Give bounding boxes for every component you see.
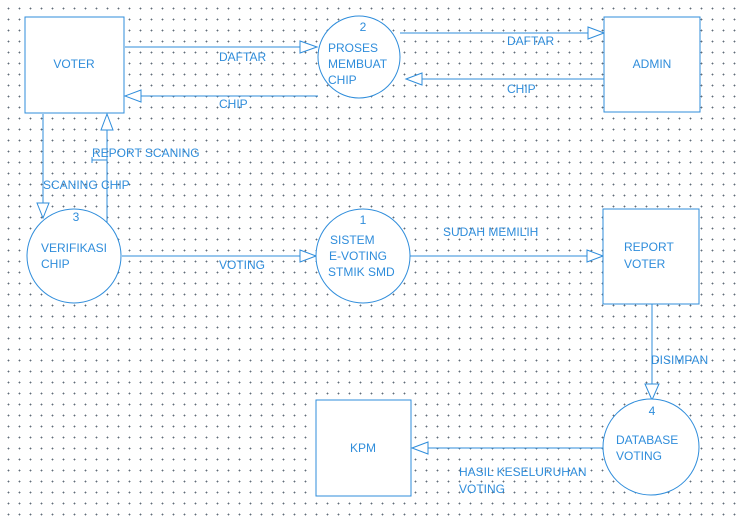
flow-label-p1-to-report: SUDAH MEMILIH — [443, 225, 538, 239]
entity-admin-label: ADMIN — [633, 57, 672, 71]
entity-admin-box — [603, 16, 701, 113]
process-3-circle — [26, 208, 122, 304]
process-2-label-1: PROSES — [328, 41, 378, 55]
entity-kpm-box — [315, 399, 412, 497]
process-4-label-2: VOTING — [616, 449, 662, 463]
arrowhead-voter-to-p2 — [299, 40, 319, 54]
process-1-label-3: STMIK SMD — [328, 265, 395, 279]
entity-voter-box — [24, 16, 125, 114]
process-2-number: 2 — [360, 20, 367, 34]
process-4-number: 4 — [649, 404, 656, 418]
process-1-label-2: E-VOTING — [329, 249, 387, 263]
flow-label-p3-to-p1: VOTING — [219, 258, 265, 272]
process-2-circle — [317, 15, 401, 99]
flow-label-voter-to-p2: DAFTAR — [219, 50, 266, 64]
flow-label-p4-to-kpm-2: VOTING — [459, 482, 505, 496]
flow-label-p4-to-kpm-1: HASIL KESELURUHAN — [459, 465, 587, 479]
arrowhead-voter-to-p3 — [36, 202, 50, 220]
arrowhead-p4-to-kpm — [410, 441, 429, 455]
flow-label-p3-to-voter: REPORT SCANING — [92, 146, 200, 160]
entity-voter-label: VOTER — [53, 57, 95, 71]
process-2-label-3: CHIP — [328, 73, 357, 87]
arrowhead-p1-to-report — [586, 249, 605, 263]
arrowhead-p3-to-p1 — [299, 249, 318, 263]
process-3-label-2: CHIP — [41, 257, 70, 271]
process-1-label-1: SISTEM — [330, 233, 375, 247]
entity-report-voter-label-2: VOTER — [624, 257, 666, 271]
process-4-circle — [602, 398, 700, 496]
flow-label-report-to-p4: DISIMPAN — [651, 353, 708, 367]
flow-label-voter-to-p3: SCANING CHIP — [43, 178, 130, 192]
process-3-number: 3 — [73, 210, 80, 224]
flow-label-p2-to-voter: CHIP — [219, 97, 248, 111]
arrowhead-p2-to-voter — [123, 89, 142, 103]
process-1-circle — [315, 208, 411, 304]
arrowhead-p2-to-admin — [587, 26, 606, 40]
arrowhead-admin-to-p2 — [404, 72, 423, 86]
process-2-label-2: MEMBUAT — [328, 57, 388, 71]
process-4-label-1: DATABASE — [616, 433, 678, 447]
flow-label-admin-to-p2: CHIP — [507, 82, 536, 96]
process-1-number: 1 — [360, 213, 367, 227]
entity-report-voter-box — [602, 208, 700, 305]
entity-kpm-label: KPM — [350, 441, 376, 455]
process-3-label-1: VERIFIKASI — [41, 241, 107, 255]
flow-label-p2-to-admin: DAFTAR — [507, 34, 554, 48]
arrowhead-report-to-p4 — [644, 383, 660, 402]
arrowhead-p3-to-voter — [100, 112, 114, 131]
entity-report-voter-label-1: REPORT — [624, 240, 674, 254]
